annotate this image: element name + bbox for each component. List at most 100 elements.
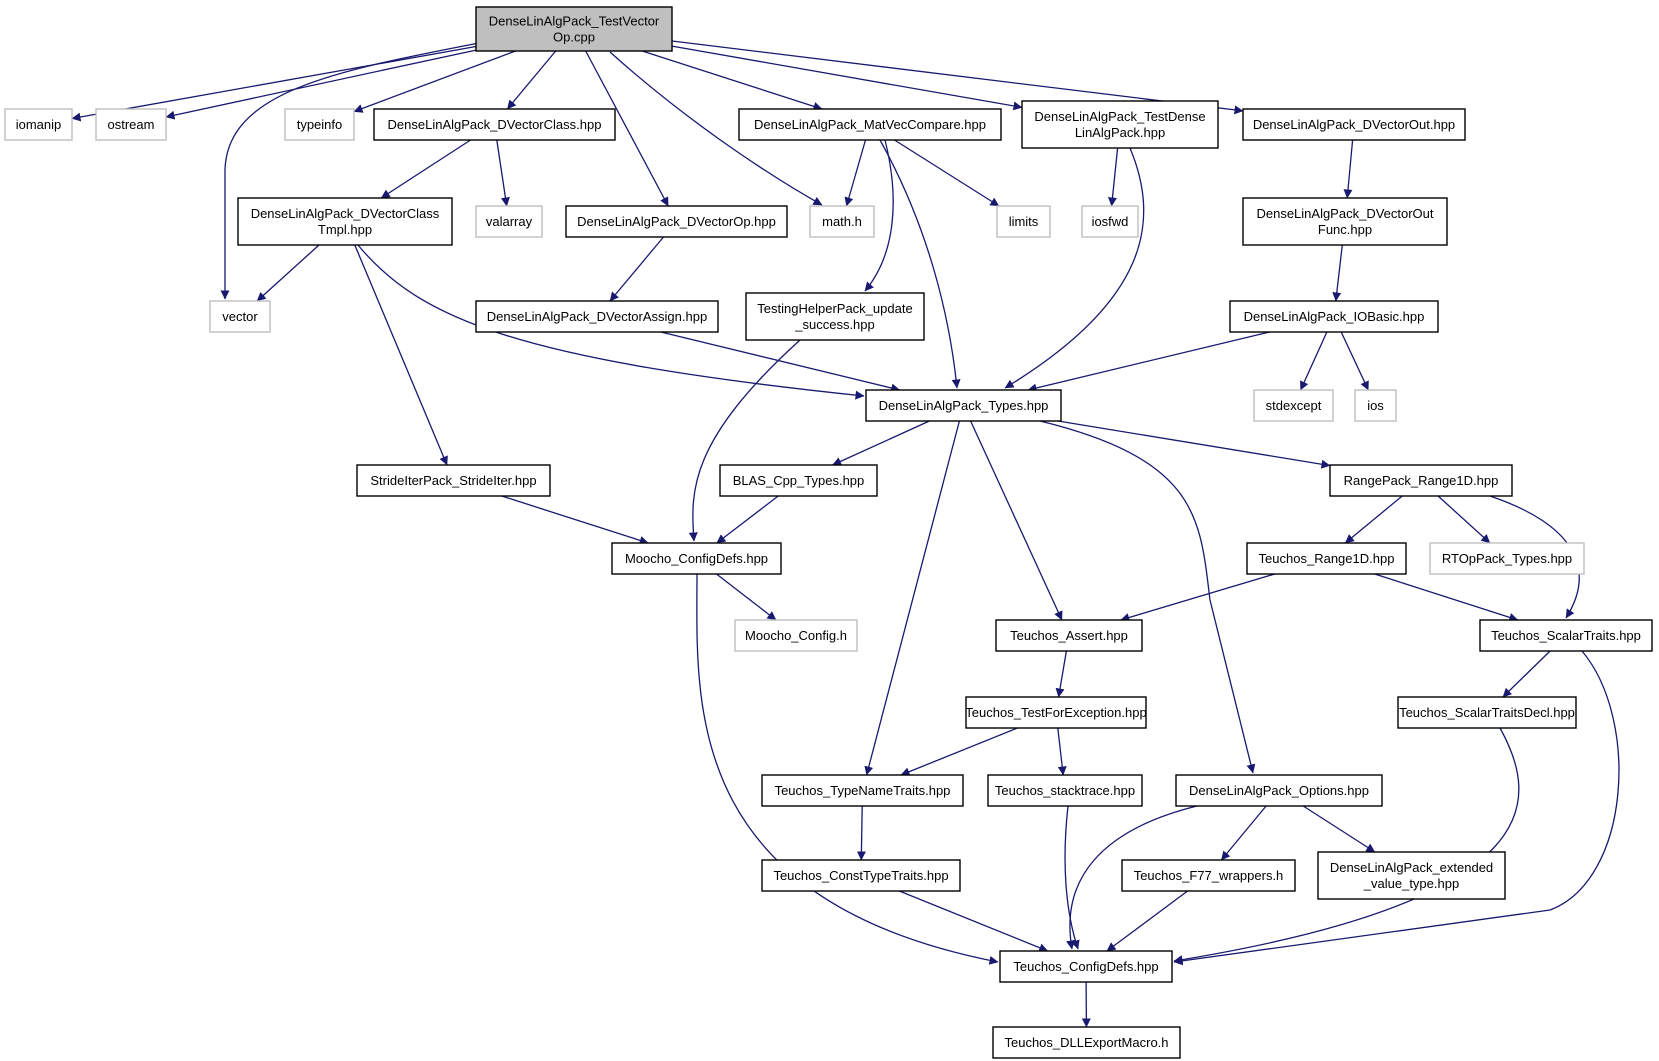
node-testinghelper[interactable]: TestingHelperPack_update_success.hpp — [745, 292, 925, 341]
edge-testdense-to-iosfwd — [1108, 147, 1119, 207]
node-types[interactable]: DenseLinAlgPack_Types.hpp — [865, 389, 1062, 422]
node-extendedvalue[interactable]: DenseLinAlgPack_extended_value_type.hpp — [1317, 851, 1506, 900]
edge-types-to-blascpp — [832, 420, 930, 466]
node-box — [734, 619, 858, 652]
node-scalartraits[interactable]: Teuchos_ScalarTraits.hpp — [1479, 619, 1653, 652]
node-box — [745, 292, 925, 341]
edge-stacktrace-to-teuchosconfigdefs — [1064, 805, 1080, 950]
edge-dvectorop-to-dvectorassign — [609, 236, 664, 302]
node-scalartraitsdecl[interactable]: Teuchos_ScalarTraitsDecl.hpp — [1397, 696, 1577, 729]
node-dvectorassign[interactable]: DenseLinAlgPack_DVectorAssign.hpp — [475, 300, 719, 333]
edge-dvectorassign-to-types — [660, 331, 901, 393]
edge-root-to-math — [609, 51, 823, 206]
node-label: Teuchos_stacktrace.hpp — [995, 783, 1135, 798]
node-box — [1246, 542, 1407, 575]
node-ostream: ostream — [95, 108, 167, 141]
node-consttypetraits[interactable]: Teuchos_ConstTypeTraits.hpp — [761, 859, 961, 892]
node-strideiter[interactable]: StrideIterPack_StrideIter.hpp — [356, 464, 551, 497]
node-teuchosconfigdefs[interactable]: Teuchos_ConfigDefs.hpp — [999, 950, 1173, 983]
edge-dvectorclasstmpl-to-strideiter — [354, 244, 448, 466]
node-label: RangePack_Range1D.hpp — [1344, 473, 1499, 488]
node-label: limits — [1009, 214, 1039, 229]
node-label: DenseLinAlgPack_TestVector — [489, 14, 660, 29]
node-label: Tmpl.hpp — [318, 222, 372, 237]
node-label: DenseLinAlgPack_DVectorOut.hpp — [1253, 117, 1455, 132]
edge-consttypetraits-to-teuchosconfigdefs — [899, 890, 1049, 952]
edge-matveccompare-to-math — [844, 139, 867, 207]
node-dvectorout[interactable]: DenseLinAlgPack_DVectorOut.hpp — [1242, 108, 1466, 141]
node-stacktrace[interactable]: Teuchos_stacktrace.hpp — [987, 774, 1143, 807]
node-teuchosrange1d[interactable]: Teuchos_Range1D.hpp — [1246, 542, 1407, 575]
node-typenametraits[interactable]: Teuchos_TypeNameTraits.hpp — [761, 774, 964, 807]
edge-testforexception-to-typenametraits — [900, 727, 1018, 776]
node-label: Teuchos_ScalarTraitsDecl.hpp — [1399, 705, 1575, 720]
node-label: iosfwd — [1092, 214, 1129, 229]
edge-scalartraits-to-scalartraitsdecl — [1502, 650, 1551, 698]
node-assert[interactable]: Teuchos_Assert.hpp — [995, 619, 1143, 652]
edge-root-to-testdense — [671, 45, 1023, 111]
node-box — [1081, 205, 1139, 238]
node-label: RTOpPack_Types.hpp — [1442, 551, 1572, 566]
node-label: DenseLinAlgPack_DVectorOut — [1256, 206, 1433, 221]
edge-root-to-dvectorout — [671, 40, 1244, 115]
node-iobasic[interactable]: DenseLinAlgPack_IOBasic.hpp — [1229, 300, 1439, 333]
node-box — [865, 389, 1062, 422]
node-dvectorop[interactable]: DenseLinAlgPack_DVectorOp.hpp — [565, 205, 788, 238]
node-label: Teuchos_ScalarTraits.hpp — [1491, 628, 1641, 643]
edge-dvectorclasstmpl-to-vector — [256, 244, 320, 302]
node-label: DenseLinAlgPack_MatVecCompare.hpp — [754, 117, 986, 132]
edge-iobasic-to-ios — [1340, 331, 1369, 391]
edge-matveccompare-to-limits — [894, 139, 1000, 207]
node-label: ios — [1367, 398, 1384, 413]
edge-moochoconfigdefs-to-teuchosconfigdefs — [696, 573, 999, 965]
node-label: StrideIterPack_StrideIter.hpp — [370, 473, 536, 488]
node-box — [987, 774, 1143, 807]
edge-root-to-matveccompare — [642, 50, 823, 111]
node-box — [1121, 859, 1296, 892]
node-dllexport[interactable]: Teuchos_DLLExportMacro.h — [992, 1026, 1181, 1059]
node-matveccompare[interactable]: DenseLinAlgPack_MatVecCompare.hpp — [738, 108, 1002, 141]
node-box — [475, 205, 543, 238]
edge-testdense-to-types — [1004, 147, 1145, 389]
edge-options-to-teuchosconfigdefs — [1066, 805, 1198, 950]
edge-assert-to-testforexception — [1055, 650, 1068, 698]
edge-root-to-typeinfo — [353, 50, 516, 113]
node-f77wrappers[interactable]: Teuchos_F77_wrappers.h — [1121, 859, 1296, 892]
node-options[interactable]: DenseLinAlgPack_Options.hpp — [1175, 774, 1383, 807]
edge-root-to-dvectorclass — [506, 50, 557, 110]
node-box — [738, 108, 1002, 141]
node-box — [1479, 619, 1653, 652]
edge-matveccompare-to-testinghelper — [864, 139, 894, 292]
edge-dvectorclass-to-valarray — [496, 139, 510, 207]
node-testforexception[interactable]: Teuchos_TestForException.hpp — [965, 696, 1147, 729]
node-label: DenseLinAlgPack_DVectorOp.hpp — [577, 214, 776, 229]
edge-testforexception-to-stacktrace — [1057, 727, 1067, 776]
edge-types-to-assert — [970, 420, 1063, 621]
node-label: DenseLinAlgPack_TestDense — [1034, 109, 1205, 124]
node-ios: ios — [1354, 389, 1397, 422]
node-label: Teuchos_ConstTypeTraits.hpp — [773, 868, 948, 883]
node-dvectorclass[interactable]: DenseLinAlgPack_DVectorClass.hpp — [373, 108, 616, 141]
node-box — [1429, 542, 1585, 575]
node-blascpp[interactable]: BLAS_Cpp_Types.hpp — [719, 464, 878, 497]
node-label: ostream — [108, 117, 155, 132]
node-box — [209, 300, 271, 333]
node-vector: vector — [209, 300, 271, 333]
node-box — [809, 205, 875, 238]
node-range1d[interactable]: RangePack_Range1D.hpp — [1329, 464, 1513, 497]
node-label: vector — [222, 309, 258, 324]
node-iosfwd: iosfwd — [1081, 205, 1139, 238]
node-box — [95, 108, 167, 141]
node-typeinfo: typeinfo — [284, 108, 355, 141]
node-box — [761, 774, 964, 807]
node-box — [1253, 389, 1334, 422]
node-rtoptypes: RTOpPack_Types.hpp — [1429, 542, 1585, 575]
edge-root-to-iomanip — [71, 45, 477, 122]
node-moochoconfigdefs[interactable]: Moocho_ConfigDefs.hpp — [611, 542, 782, 575]
node-label: valarray — [486, 214, 533, 229]
